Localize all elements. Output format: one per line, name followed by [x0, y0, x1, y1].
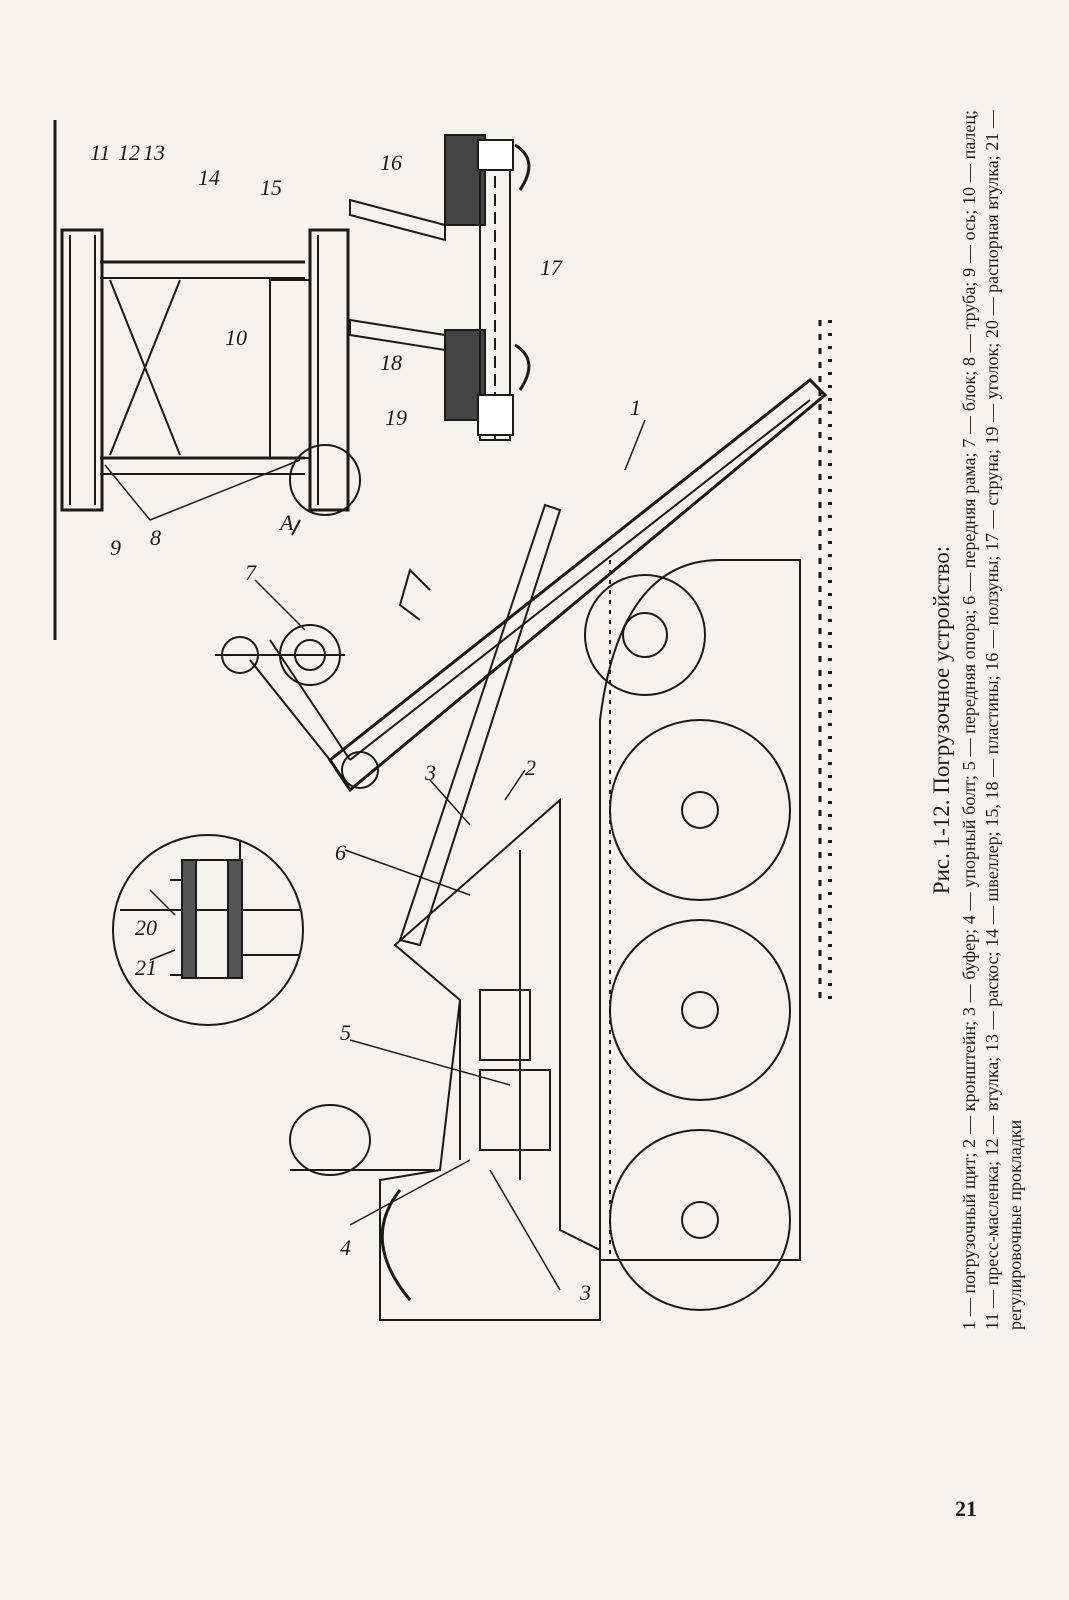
page-number: 21 [955, 1496, 977, 1521]
label-1: 1 [630, 395, 641, 420]
label-3a: 3 [424, 760, 436, 785]
magnified-detail [112, 834, 304, 1026]
label-20: 20 [135, 915, 157, 940]
figure-caption: Рис. 1-12. Погрузочное устройство: 1 — п… [929, 110, 1069, 1330]
label-10: 10 [225, 325, 247, 350]
label-15: 15 [260, 175, 282, 200]
label-11: 11 [90, 140, 110, 165]
label-7: 7 [245, 560, 257, 585]
label-A: A [278, 510, 294, 535]
crawler-track [584, 320, 832, 1311]
leader-lines [104, 419, 646, 1291]
label-14: 14 [198, 165, 220, 190]
frame-section-detail [53, 120, 361, 640]
slider-detail [349, 134, 531, 441]
label-9: 9 [110, 535, 121, 560]
label-4: 4 [340, 1235, 351, 1260]
label-17: 17 [540, 255, 563, 280]
figure-title: Рис. 1-12. Погрузочное устройство: [929, 545, 954, 895]
label-5: 5 [340, 1020, 351, 1045]
label-12: 12 [118, 140, 140, 165]
main-frame [289, 797, 601, 1321]
label-19: 19 [385, 405, 407, 430]
label-8: 8 [150, 525, 161, 550]
figure-legend: 1 — погрузочный щит; 2 — кронштейн; 3 — … [959, 110, 1025, 1330]
label-13: 13 [143, 140, 165, 165]
label-2: 2 [525, 755, 536, 780]
loader-boom [249, 377, 828, 947]
label-16: 16 [380, 150, 402, 175]
pulley-block [215, 624, 345, 686]
label-6: 6 [335, 840, 346, 865]
label-21: 21 [135, 955, 157, 980]
label-3b: 3 [579, 1280, 591, 1305]
label-18: 18 [380, 350, 402, 375]
